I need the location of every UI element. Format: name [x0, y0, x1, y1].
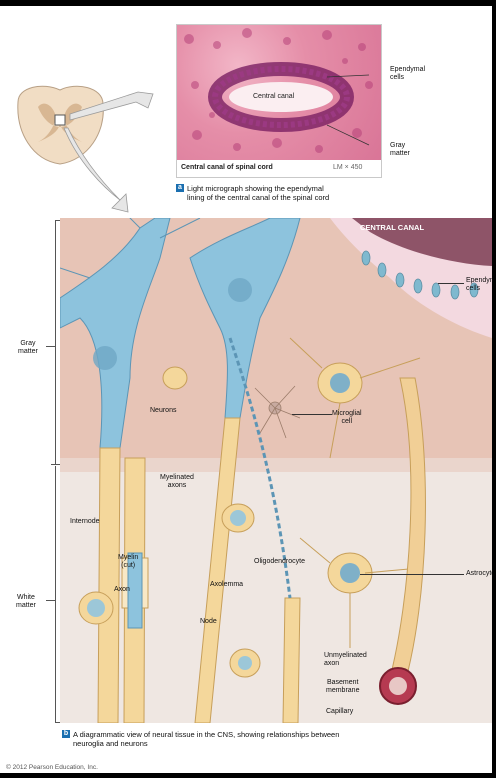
- capillary-label: Capillary: [326, 708, 353, 716]
- frame-top: [0, 0, 496, 6]
- caption-a-line1: Light micrograph showing the ependymal: [187, 184, 324, 193]
- copyright: © 2012 Pearson Education, Inc.: [6, 764, 98, 772]
- caption-b-line2: neuroglia and neurons: [73, 739, 148, 748]
- caption-a-line2: lining of the central canal of the spina…: [187, 193, 329, 202]
- central-canal-title: CENTRAL CANAL: [360, 224, 424, 232]
- micrograph-magnification: LM × 450: [333, 164, 362, 172]
- myelinated-axons-label: Myelinated axons: [160, 474, 194, 490]
- axon-label: Axon: [114, 586, 130, 594]
- microglial-label: Microglial cell: [332, 410, 362, 426]
- central-canal-micro-label: Central canal: [253, 93, 294, 101]
- frame-right: [492, 0, 496, 778]
- caption-b-line1: A diagrammatic view of neural tissue in …: [73, 730, 339, 739]
- astrocyte-leader: [360, 574, 464, 575]
- caption-b-badge: b: [62, 730, 70, 738]
- unmyelinated-axon-label: Unmyelinated axon: [324, 652, 367, 668]
- basement-membrane-label: Basement membrane: [326, 679, 359, 695]
- white-matter-side-tick: [46, 600, 55, 601]
- gray-matter-bracket: [55, 220, 56, 464]
- gray-matter-side-tick: [46, 346, 55, 347]
- neural-tissue-illustration: [60, 218, 492, 723]
- micrograph-footer-left: Central canal of spinal cord: [181, 164, 273, 172]
- ependymal-micro-label: Ependymal cells: [390, 66, 425, 82]
- neurons-label: Neurons: [150, 407, 176, 415]
- white-matter-label: White matter: [16, 594, 36, 610]
- white-matter-bracket: [55, 466, 56, 722]
- caption-a-badge: a: [176, 184, 184, 192]
- microglial-leader: [292, 414, 332, 415]
- neural-tissue-diagram: [60, 218, 492, 723]
- frame-bottom: [0, 773, 496, 778]
- micrograph-panel: Central canal Central canal of spinal co…: [176, 24, 382, 178]
- gray-matter-micro-label: Gray matter: [390, 142, 410, 158]
- myelin-cut-label: Myelin (cut): [118, 554, 138, 570]
- axolemma-label: Axolemma: [210, 581, 243, 589]
- gray-matter-label: Gray matter: [18, 340, 38, 356]
- node-label: Node: [200, 618, 217, 626]
- micrograph-caption-bar: Central canal of spinal cord LM × 450: [177, 160, 381, 177]
- ependymal-leader: [438, 283, 464, 284]
- oligodendrocyte-label: Oligodendrocyte: [254, 558, 305, 566]
- astrocyte-label: Astrocyte: [466, 570, 495, 578]
- internode-label: Internode: [70, 518, 100, 526]
